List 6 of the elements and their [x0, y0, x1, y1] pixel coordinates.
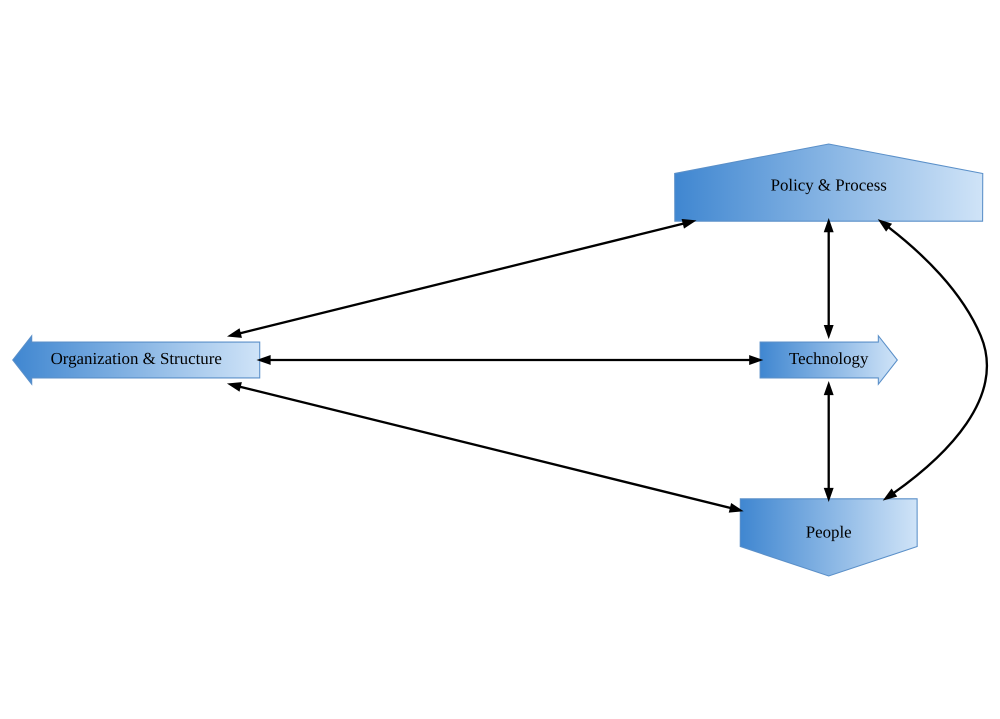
arrow — [824, 380, 834, 502]
arrow — [824, 218, 834, 339]
arrow — [256, 354, 764, 364]
arrow — [226, 382, 744, 512]
arrow — [878, 218, 988, 500]
arrow — [227, 218, 697, 338]
